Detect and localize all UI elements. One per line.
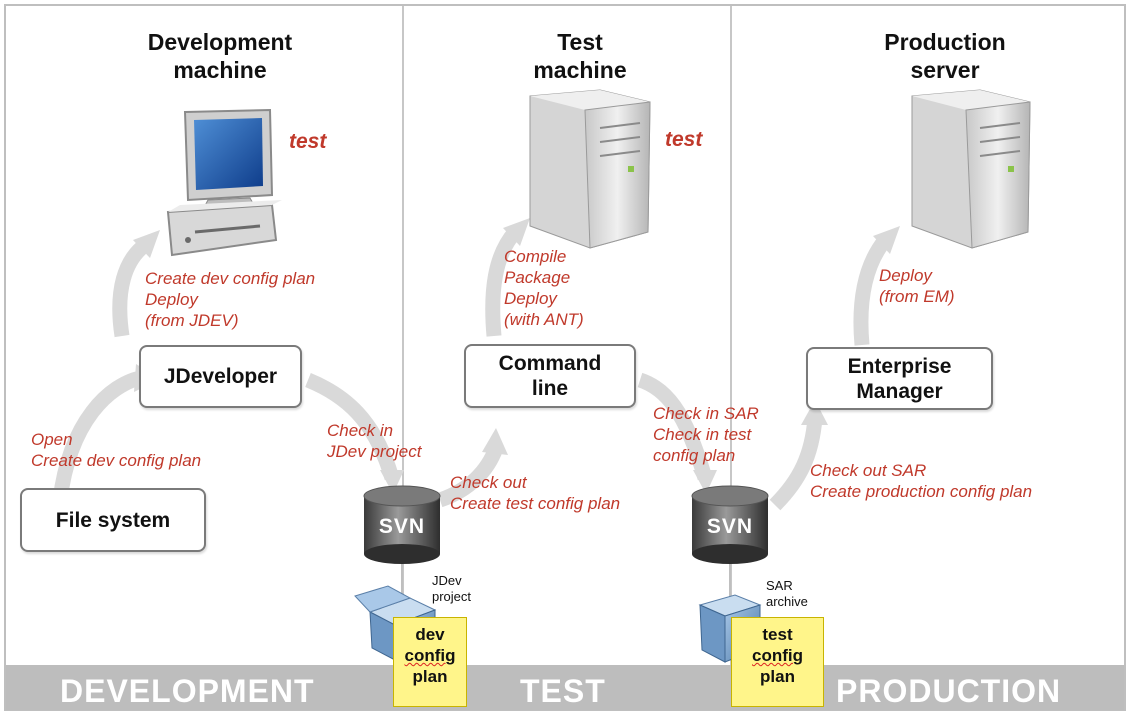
desktop-computer-icon — [166, 108, 282, 257]
arrow-checkout — [437, 445, 504, 508]
note-line: test — [762, 625, 793, 644]
svn-repository-icon — [691, 485, 769, 564]
arrow-head — [133, 230, 160, 258]
step-line: Check in test — [653, 425, 752, 444]
step-line: Create test config plan — [450, 494, 621, 513]
arrow-head — [380, 470, 404, 494]
step-checkin-jdev: Check in JDev project — [327, 420, 421, 462]
box-label: line — [531, 377, 569, 400]
phase-label-production: PRODUCTION — [836, 673, 1062, 709]
note-line: dev — [415, 625, 445, 644]
server-tower-icon — [529, 89, 651, 249]
command-line-box: Command line — [464, 344, 636, 408]
step-checkout-sar: Check out SAR Create production config p… — [810, 460, 1032, 502]
step-line: Deploy — [504, 289, 557, 308]
note-line: plan — [760, 667, 795, 686]
step-line: (from EM) — [879, 287, 955, 306]
column-title-test: Test machine — [510, 28, 650, 84]
box-label: File system — [55, 508, 171, 532]
arrow-checkin-jdev — [305, 373, 400, 481]
arrow-deploy-em — [853, 235, 892, 346]
step-line: Create dev config plan — [31, 451, 202, 470]
step-line: Package — [504, 268, 571, 287]
phase-label-test: TEST — [520, 673, 606, 709]
arrow-head — [873, 226, 900, 254]
title-line: Production — [884, 29, 1006, 55]
enterprise-manager-box: Enterprise Manager — [806, 347, 993, 410]
box-label: Enterprise — [847, 354, 952, 378]
arrow-head — [503, 218, 530, 246]
step-compile: Compile Package Deploy (with ANT) — [504, 246, 584, 330]
file-system-box: File system — [20, 488, 206, 552]
step-checkin-sar: Check in SAR Check in test config plan — [653, 403, 759, 466]
step-line: JDev project — [327, 442, 422, 461]
note-line: config — [404, 646, 456, 665]
step-line: config plan — [653, 446, 736, 465]
title-line: machine — [533, 57, 627, 83]
title-line: Development — [147, 29, 293, 55]
svn-label: SVN — [378, 515, 426, 538]
arrow-deploy-dev — [112, 239, 150, 338]
test-tag: test — [665, 128, 703, 151]
column-title-development: Development machine — [130, 28, 310, 84]
sar-archive-label: SAR archive — [766, 578, 808, 610]
arrow-head — [801, 400, 828, 425]
step-line: (from JDEV) — [145, 311, 239, 330]
step-line: Check in SAR — [653, 404, 759, 423]
step-line: Compile — [504, 247, 567, 266]
server-tower-icon — [911, 89, 1031, 249]
box-label: Manager — [856, 379, 943, 403]
step-line: Check out SAR — [810, 461, 927, 480]
arrow-open — [52, 370, 143, 501]
title-line: machine — [173, 57, 267, 83]
phase-label-development: DEVELOPMENT — [60, 673, 315, 709]
step-checkout: Check out Create test config plan — [450, 472, 620, 514]
test-tag: test — [289, 130, 327, 153]
step-deploy-em: Deploy (from EM) — [879, 265, 955, 307]
note-line: config — [752, 646, 803, 665]
title-line: Test — [557, 29, 603, 55]
arrow-checkin-sar — [637, 372, 713, 481]
artifact-line: SAR — [766, 578, 793, 593]
test-config-plan-note: test config plan — [731, 617, 824, 707]
phase-bar — [6, 665, 1124, 710]
svn-repository-icon — [363, 485, 441, 564]
flow-arrows — [52, 227, 892, 511]
step-line: Open — [31, 430, 73, 449]
arrow-checkout-sar — [769, 417, 823, 511]
step-line: (with ANT) — [504, 310, 584, 329]
step-line: Check out — [450, 473, 527, 492]
note-line: plan — [412, 667, 448, 686]
box-label: JDeveloper — [163, 365, 278, 388]
step-open: Open Create dev config plan — [31, 429, 201, 471]
step-line: Create dev config plan — [145, 269, 316, 288]
arrow-compile — [485, 227, 521, 337]
svn-label: SVN — [706, 515, 754, 538]
jdev-project-label: JDev project — [432, 573, 471, 605]
artifact-line: project — [432, 589, 472, 604]
artifact-line: JDev — [432, 573, 462, 588]
box-label: Command — [498, 352, 602, 375]
column-title-production: Production server — [865, 28, 1025, 84]
step-dev-deploy: Create dev config plan Deploy (from JDEV… — [145, 268, 315, 331]
title-line: server — [910, 57, 980, 83]
jdeveloper-box: JDeveloper — [139, 345, 302, 408]
arrow-head — [482, 428, 508, 455]
step-line: Create production config plan — [810, 482, 1033, 501]
step-line: Check in — [327, 421, 394, 440]
dev-config-plan-note: dev config plan — [393, 617, 467, 707]
step-line: Deploy — [879, 266, 932, 285]
step-line: Deploy — [145, 290, 198, 309]
arrow-head — [693, 470, 717, 494]
artifact-line: archive — [766, 594, 808, 609]
